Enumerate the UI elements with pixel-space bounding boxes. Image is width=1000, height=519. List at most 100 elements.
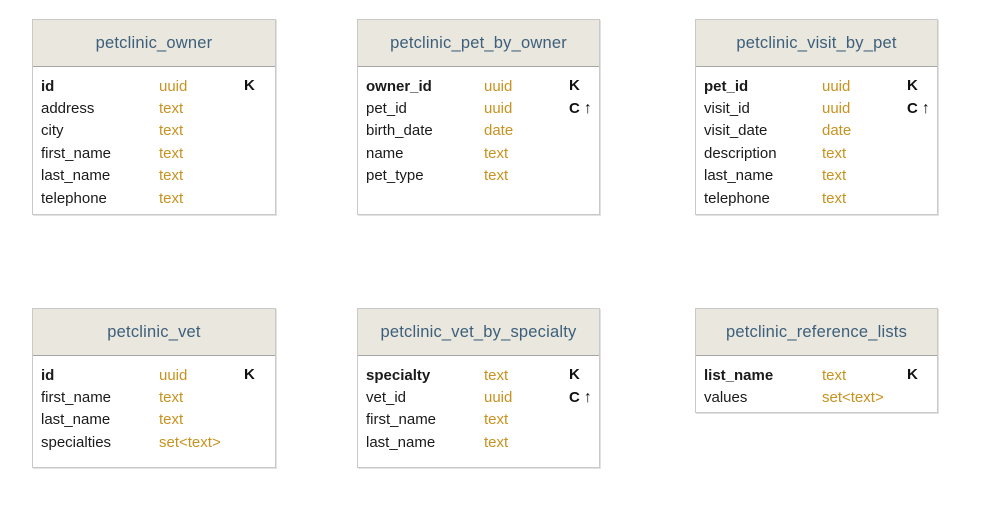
table-row: vet_id uuid C↑: [366, 386, 592, 408]
table-title: petclinic_vet: [107, 322, 201, 341]
table-row: last_name text: [704, 165, 929, 187]
column-type: text: [159, 411, 184, 429]
table-row: first_name text: [366, 409, 591, 431]
key-indicator: K: [907, 366, 929, 384]
column-type: uuid: [159, 366, 188, 384]
column-name: name: [366, 144, 404, 162]
table-row: pet_id uuid C↑: [366, 97, 592, 119]
column-type: text: [159, 122, 184, 140]
table-row: name text: [366, 142, 591, 164]
column-type: text: [822, 366, 847, 384]
key-letter: K: [569, 366, 580, 384]
column-name: telephone: [704, 189, 770, 207]
table-body: list_name text K values set<text>: [696, 356, 937, 409]
table-row: specialty text K: [366, 364, 591, 386]
table-body: id uuid K address text city text first_n…: [33, 67, 275, 209]
column-name: first_name: [41, 144, 112, 162]
table-row: telephone text: [41, 187, 267, 209]
column-type: text: [822, 167, 847, 185]
table-row: last_name text: [41, 409, 267, 431]
table-body: specialty text K vet_id uuid C↑ first_na…: [358, 356, 599, 454]
table-title: petclinic_reference_lists: [725, 322, 908, 341]
table-row: list_name text K: [704, 364, 929, 386]
table-row: description text: [704, 142, 929, 164]
column-name: id: [41, 77, 55, 95]
table-header: petclinic_pet_by_owner: [358, 20, 599, 67]
table-row: first_name text: [41, 142, 267, 164]
key-indicator: K: [569, 366, 591, 384]
table-petclinic-owner: petclinic_owner id uuid K address text c…: [32, 19, 276, 215]
table-title: petclinic_vet_by_specialty: [380, 322, 577, 341]
column-name: values: [704, 389, 748, 407]
table-petclinic-vet-by-specialty: petclinic_vet_by_specialty specialty tex…: [357, 308, 600, 468]
table-row: first_name text: [41, 386, 267, 408]
key-indicator: C↑: [569, 100, 592, 118]
column-name: description: [704, 144, 777, 162]
table-body: pet_id uuid K visit_id uuid C↑ visit_dat…: [696, 67, 937, 209]
column-type: uuid: [159, 77, 188, 95]
column-type: uuid: [484, 100, 513, 118]
key-letter: K: [569, 77, 580, 95]
key-letter: C: [907, 99, 918, 117]
table-petclinic-reference-lists: petclinic_reference_lists list_name text…: [695, 308, 938, 413]
key-indicator: K: [244, 77, 267, 95]
table-title: petclinic_pet_by_owner: [390, 33, 567, 52]
column-type: text: [822, 189, 847, 207]
table-petclinic-visit-by-pet: petclinic_visit_by_pet pet_id uuid K vis…: [695, 19, 938, 215]
column-type: text: [484, 167, 509, 185]
key-indicator: K: [907, 77, 929, 95]
table-row: visit_date date: [704, 120, 929, 142]
key-letter: K: [907, 77, 918, 95]
ascending-arrow-icon: ↑: [583, 99, 592, 117]
column-type: text: [159, 167, 184, 185]
column-name: last_name: [704, 167, 774, 185]
column-name: birth_date: [366, 122, 433, 140]
table-petclinic-pet-by-owner: petclinic_pet_by_owner owner_id uuid K p…: [357, 19, 600, 215]
column-type: uuid: [484, 77, 513, 95]
table-row: pet_type text: [366, 165, 591, 187]
column-type: text: [159, 389, 184, 407]
column-name: first_name: [41, 389, 112, 407]
column-type: set<text>: [159, 433, 221, 451]
key-letter: C: [569, 99, 580, 117]
column-type: text: [822, 144, 847, 162]
table-row: specialties set<text>: [41, 431, 267, 453]
table-header: petclinic_vet: [33, 309, 275, 356]
table-header: petclinic_visit_by_pet: [696, 20, 937, 67]
column-name: owner_id: [366, 77, 432, 95]
column-name: city: [41, 122, 64, 140]
column-type: text: [484, 411, 509, 429]
column-type: uuid: [822, 77, 851, 95]
table-row: last_name text: [366, 431, 591, 453]
column-name: visit_id: [704, 100, 750, 118]
key-letter: K: [907, 366, 918, 384]
column-name: id: [41, 366, 55, 384]
table-header: petclinic_vet_by_specialty: [358, 309, 599, 356]
column-type: uuid: [484, 389, 513, 407]
column-type: date: [822, 122, 852, 140]
column-type: text: [159, 189, 184, 207]
table-row: owner_id uuid K: [366, 75, 591, 97]
table-petclinic-vet: petclinic_vet id uuid K first_name text …: [32, 308, 276, 468]
column-name: visit_date: [704, 122, 768, 140]
column-type: uuid: [822, 100, 851, 118]
table-row: last_name text: [41, 165, 267, 187]
key-indicator: K: [569, 77, 591, 95]
key-indicator: K: [244, 366, 267, 384]
column-name: vet_id: [366, 389, 407, 407]
table-body: owner_id uuid K pet_id uuid C↑ birth_dat…: [358, 67, 599, 187]
key-indicator: C↑: [569, 389, 592, 407]
column-type: text: [159, 144, 184, 162]
table-title: petclinic_owner: [95, 33, 213, 52]
column-name: last_name: [366, 433, 436, 451]
column-name: last_name: [41, 167, 111, 185]
column-type: text: [484, 366, 509, 384]
table-row: address text: [41, 97, 267, 119]
column-name: first_name: [366, 411, 437, 429]
column-name: pet_id: [366, 100, 407, 118]
table-row: id uuid K: [41, 75, 267, 97]
column-name: specialties: [41, 433, 112, 451]
table-row: visit_id uuid C↑: [704, 97, 930, 119]
column-name: address: [41, 100, 95, 118]
